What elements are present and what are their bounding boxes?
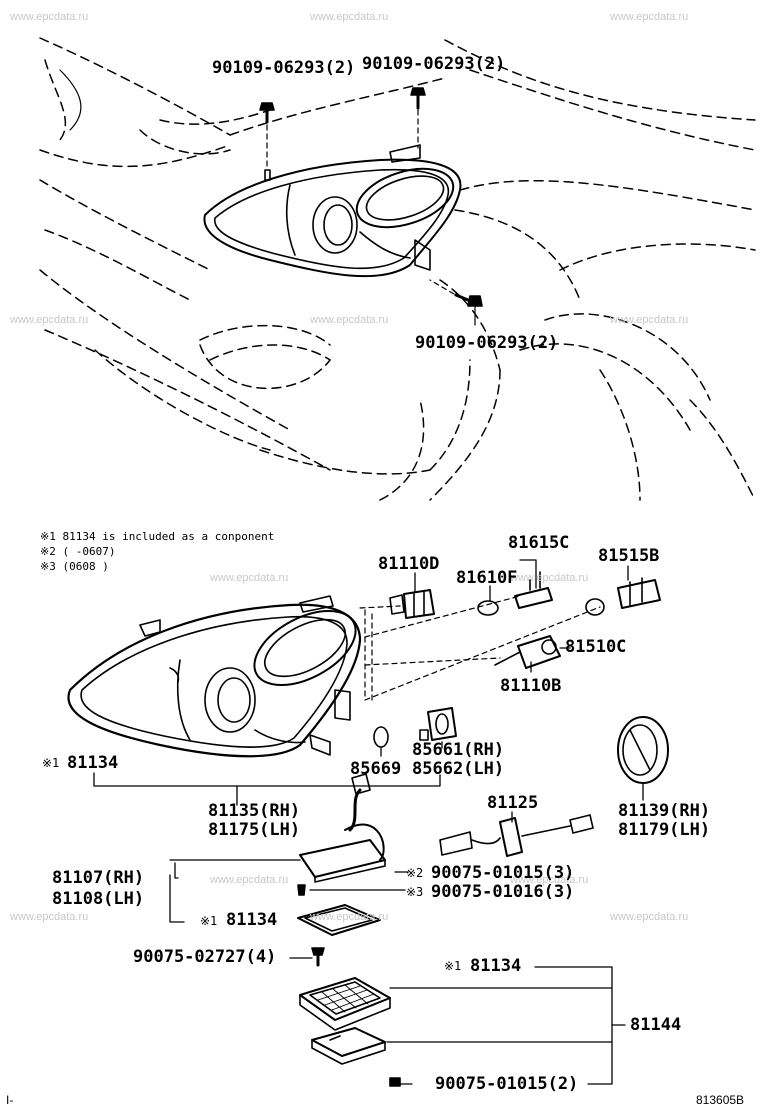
part-label[interactable]: 81144 [630, 1015, 682, 1035]
note-mark: ※3 [406, 885, 424, 899]
corner-line [59, 69, 82, 131]
diagram-code: 813605B [696, 1093, 745, 1107]
leader-lines [93, 559, 644, 1085]
part-label[interactable]: 81125 [487, 793, 539, 813]
part-label[interactable]: 90075-01016(3) [431, 882, 575, 902]
note-mark: ※2 [406, 866, 424, 880]
part-label[interactable]: 81107(RH) [52, 868, 145, 888]
part-label[interactable]: 81134 [226, 910, 278, 930]
part-label[interactable]: 81510C [565, 637, 627, 657]
part-label[interactable]: 85669 [350, 759, 402, 779]
watermark: www.epcdata.ru [10, 911, 89, 923]
part-label[interactable]: 85662(LH) [412, 759, 505, 779]
bulb-81110d [389, 589, 435, 619]
part-label[interactable]: 81175(LH) [208, 820, 301, 840]
part-label[interactable]: 90075-01015(3) [431, 863, 575, 883]
cover-81144 [299, 977, 401, 1087]
bulb-81110b [494, 635, 561, 669]
part-label[interactable]: 81110D [378, 554, 440, 574]
bulb-81510c [585, 598, 605, 616]
footer-mark: I- [6, 1093, 14, 1107]
part-label[interactable]: 81615C [508, 533, 570, 553]
watermark: www.epcdata.ru [610, 314, 689, 326]
watermark: www.epcdata.ru [10, 314, 89, 326]
part-label[interactable]: 81108(LH) [52, 889, 145, 909]
part-label[interactable]: 81610F [456, 568, 518, 588]
watermark: www.epcdata.ru [310, 11, 389, 23]
watermark: www.epcdata.ru [610, 11, 689, 23]
part-label[interactable]: 90109-06293(2) [415, 333, 559, 353]
part-label[interactable]: 90075-01015(2) [435, 1074, 579, 1094]
note-mark: ※1 [200, 914, 218, 928]
watermark: www.epcdata.ru [210, 874, 289, 886]
socket-81515b [617, 577, 661, 609]
car-body-outline [39, 37, 756, 501]
lower-headlamp [67, 595, 362, 758]
note-3: ※3 (0608 ) [40, 560, 109, 573]
socket-81125 [439, 814, 594, 857]
bulb-85661 [419, 707, 457, 741]
bulb-81615c [514, 571, 553, 609]
part-label[interactable]: 85661(RH) [412, 740, 505, 760]
upper-bolts [259, 87, 483, 326]
ballast-81107 [297, 773, 386, 896]
ring-85669 [373, 726, 389, 748]
part-label[interactable]: 90109-06293(2) [212, 58, 356, 78]
part-label[interactable]: 81135(RH) [208, 801, 301, 821]
watermark: www.epcdata.ru [310, 911, 389, 923]
watermark: www.epcdata.ru [510, 874, 589, 886]
watermark: www.epcdata.ru [210, 572, 289, 584]
note-mark: ※1 [42, 756, 60, 770]
part-label[interactable]: 81134 [67, 753, 119, 773]
upper-headlamp [203, 144, 462, 278]
guide-lines [359, 595, 601, 701]
note-mark: ※1 [444, 959, 462, 973]
watermark: www.epcdata.ru [10, 11, 89, 23]
note-2: ※2 ( -0607) [40, 545, 116, 558]
part-label[interactable]: 81515B [598, 546, 660, 566]
bulb-81610f [477, 600, 499, 616]
part-label[interactable]: 81179(LH) [618, 820, 711, 840]
watermark: www.epcdata.ru [610, 911, 689, 923]
part-label[interactable]: 81110B [500, 676, 562, 696]
part-label[interactable]: 81134 [470, 956, 522, 976]
part-label[interactable]: 81139(RH) [618, 801, 711, 821]
part-label[interactable]: 90109-06293(2) [362, 54, 506, 74]
cover-81139 [617, 716, 669, 784]
watermark: www.epcdata.ru [510, 572, 589, 584]
gasket-81134 [297, 904, 381, 936]
note-1: ※1 81134 is included as a conponent [40, 530, 275, 543]
watermark: www.epcdata.ru [310, 314, 389, 326]
part-label[interactable]: 90075-02727(4) [133, 947, 277, 967]
bolt-90075-02727 [311, 947, 325, 967]
